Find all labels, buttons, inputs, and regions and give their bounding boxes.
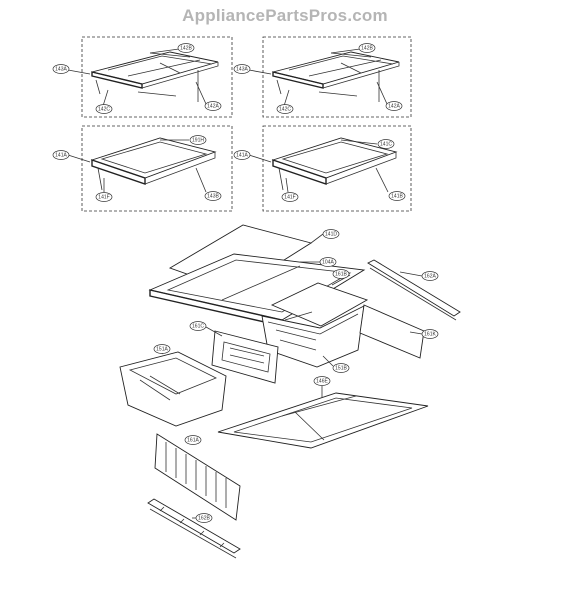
label-162B: 162B (198, 516, 210, 522)
callout-146E: 146E (313, 376, 331, 386)
callout-191H: 191H (189, 135, 207, 145)
label-143A: 143A (236, 67, 248, 73)
label-142C: 142C (98, 107, 110, 113)
callout-141F-panel-4: 141F (281, 192, 299, 202)
callout-142C-panel-2: 142C (276, 104, 294, 114)
shelf-assembly-panel-3: 141A 191H 141F 143B (52, 125, 233, 212)
crisper-cover-161B (270, 282, 369, 327)
label-143B: 143B (207, 194, 219, 200)
callout-161K: 161K (421, 329, 439, 339)
label-146E: 146E (316, 379, 328, 385)
label-142A: 142A (207, 104, 219, 110)
label-142B: 142B (361, 46, 373, 52)
callout-161B: 161B (332, 269, 350, 279)
label-162A: 162A (424, 274, 436, 280)
callout-142C-panel-1: 142C (95, 104, 113, 114)
callout-143B: 143B (204, 191, 222, 201)
shelf-assembly-panel-4: 141A 141C 141F 141B (233, 125, 412, 212)
callout-151A: 151A (153, 344, 171, 354)
callout-162B: 162B (195, 513, 213, 523)
callout-141B: 141B (388, 191, 406, 201)
callout-141A-panel-3: 141A (52, 150, 70, 160)
label-141A: 141A (236, 153, 248, 159)
label-161K: 161K (424, 332, 436, 338)
label-104A: 104A (322, 260, 334, 266)
label-191H: 191H (192, 138, 204, 144)
label-142B: 142B (180, 46, 192, 52)
panel-161K (359, 304, 425, 359)
shelf-frame-146E (217, 392, 429, 449)
callout-151B: 151B (332, 363, 350, 373)
label-141A: 141A (55, 153, 67, 159)
callout-143A-panel-1: 143A (52, 64, 70, 74)
label-151A: 151A (156, 347, 168, 353)
drawer-151A (119, 351, 227, 427)
callout-162A: 162A (421, 271, 439, 281)
shelf-assembly-panel-1: 143A 142B 142C 142A (52, 36, 233, 118)
label-141F: 141F (284, 195, 295, 201)
callout-141F-panel-3: 141F (95, 192, 113, 202)
watermark: AppliancePartsPros.com (182, 6, 388, 25)
callout-104A: 104A (319, 257, 337, 267)
label-161B: 161B (335, 272, 347, 278)
callout-161A: 161A (184, 435, 202, 445)
callout-143A-panel-2: 143A (233, 64, 251, 74)
label-161A: 161A (187, 438, 199, 444)
rail-162B (147, 498, 241, 554)
rail-162A (367, 259, 461, 317)
label-161C: 161C (192, 324, 204, 330)
callout-142A-panel-2: 142A (385, 101, 403, 111)
callout-142B-panel-1: 142B (177, 43, 195, 53)
callout-141A-panel-4: 141A (233, 150, 251, 160)
label-143A: 143A (55, 67, 67, 73)
shelf-assembly-panel-2: 143A 142B 142C 142A (233, 36, 412, 118)
label-142A: 142A (388, 104, 400, 110)
label-141B: 141B (391, 194, 403, 200)
label-141C: 141C (380, 142, 392, 148)
label-142C: 142C (279, 107, 291, 113)
label-141F: 141F (98, 195, 109, 201)
label-141D: 141D (325, 232, 337, 238)
callout-142B-panel-2: 142B (358, 43, 376, 53)
exploded-assembly: 141D 104A 161B 162A 161C 161K 151A 151B (119, 224, 461, 559)
callout-141C: 141C (377, 139, 395, 149)
callout-161C: 161C (189, 321, 207, 331)
callout-142A-panel-1: 142A (204, 101, 222, 111)
callout-141D: 141D (322, 229, 340, 239)
label-151B: 151B (335, 366, 347, 372)
